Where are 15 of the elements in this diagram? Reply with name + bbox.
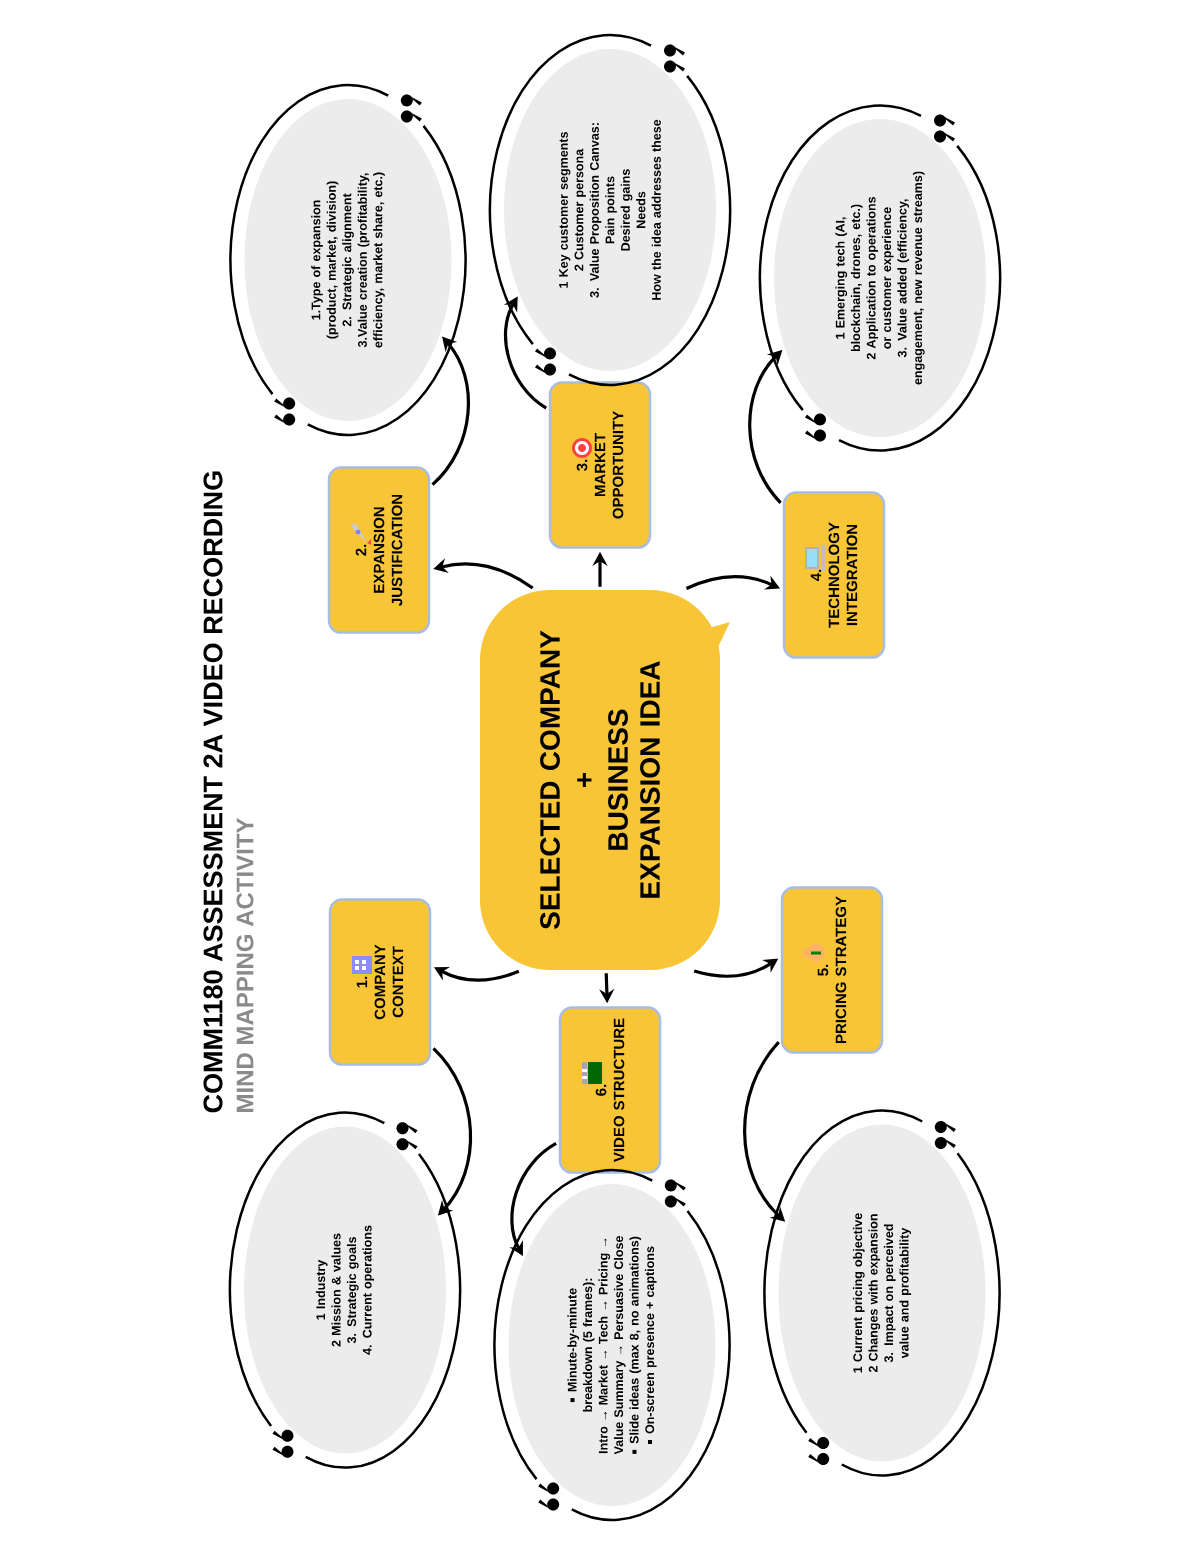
note-oval: 1 Industry 2 Mission & values 3. Strategic goals 4. Current operations (228, 1111, 462, 1469)
topic-box: 6. VIDEO STRUCTURE (558, 1006, 662, 1174)
note-oval: 1 Current pricing objective 2 Changes with expansion 3. Impact on perceived value and profitability (763, 1109, 1001, 1477)
note-oval: Minute-by-minute breakdown (5 frames): Intro → Market → Tech → Pricing → Value Summary → Persuasive Close Slide ideas (max 8, no animations) On-screen presence + captions (493, 1169, 731, 1521)
topic-box: 5. PRICING STRATEGY (780, 886, 884, 1054)
title: COMM1180 ASSESSMENT 2A VIDEO RECORDING (203, 471, 223, 1113)
topic-box: 4. TECHNOLOGY INTEGRATION (782, 491, 886, 659)
topic-box: 2. EXPANSION JUSTIFICATION (327, 466, 431, 634)
note-oval: 1 Emerging tech (AI, blockchain, drones, etc.) 2 Application to operations or customer experience 3. Value added (efficiency, engagement, new revenue streams) (758, 104, 1002, 452)
subtitle: MIND MAPPING ACTIVITY (236, 817, 254, 1112)
speech-bubble: SELECTED COMPANY + BUSINESS EXPANSION IDEA (480, 590, 730, 970)
topic-box: 1. COMPANY CONTEXT (328, 898, 432, 1066)
note-oval: 1 Key customer segments 2 Customer persona 3. Value Proposition Canvas: Pain points Desired gains Needs How the idea addresses these (488, 34, 732, 387)
note-oval: 1.Type of expansion (product, market, division) 2. Strategic alignment 3.Value creation (profitability, efficiency, market share, etc.) (229, 84, 467, 436)
topic-box: 3. MARKET OPPORTUNITY (548, 381, 652, 549)
